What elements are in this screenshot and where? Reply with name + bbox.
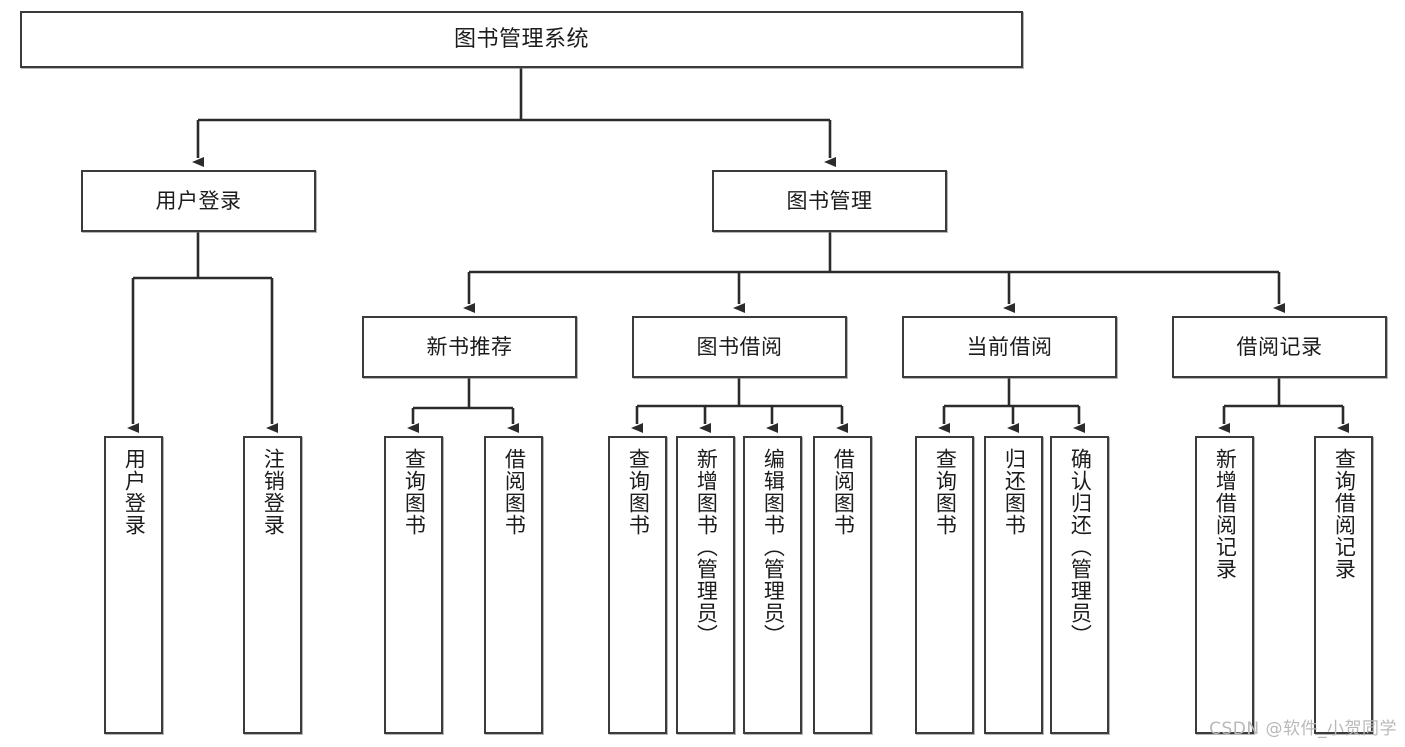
watermark-text: CSDN @软件_小贺同学 <box>1209 719 1397 739</box>
node-label: 新书推荐 <box>426 334 513 359</box>
leaf-current-return-book[interactable]: 归还图书 <box>984 436 1043 734</box>
node-label: 注销登录 <box>261 448 286 536</box>
node-label: 新增图书（管理员） <box>694 448 719 646</box>
node-label: 归还图书 <box>1002 448 1027 536</box>
node-label: 用户登录 <box>122 448 147 536</box>
node-label: 用户登录 <box>155 188 242 213</box>
node-current-borrow[interactable]: 当前借阅 <box>902 316 1117 378</box>
node-root-system[interactable]: 图书管理系统 <box>20 11 1023 68</box>
node-label: 图书借阅 <box>696 334 783 359</box>
leaf-logout[interactable]: 注销登录 <box>243 436 302 734</box>
leaf-borrow-edit-book-admin[interactable]: 编辑图书（管理员） <box>743 436 802 734</box>
node-label: 新增借阅记录 <box>1213 448 1238 580</box>
node-borrow-record[interactable]: 借阅记录 <box>1172 316 1387 378</box>
node-label: 当前借阅 <box>966 334 1053 359</box>
node-book-borrow[interactable]: 图书借阅 <box>632 316 847 378</box>
leaf-user-login[interactable]: 用户登录 <box>104 436 163 734</box>
leaf-borrow-borrow-book[interactable]: 借阅图书 <box>813 436 872 734</box>
leaf-record-query-borrow-record[interactable]: 查询借阅记录 <box>1314 436 1373 734</box>
leaf-recommend-borrow-book[interactable]: 借阅图书 <box>484 436 543 734</box>
node-label: 借阅图书 <box>502 448 527 536</box>
node-label: 确认归还（管理员） <box>1068 448 1093 646</box>
node-label: 借阅记录 <box>1236 334 1323 359</box>
node-label: 查询借阅记录 <box>1332 448 1357 580</box>
node-label: 图书管理 <box>786 188 873 213</box>
leaf-current-confirm-return-admin[interactable]: 确认归还（管理员） <box>1050 436 1109 734</box>
node-label: 查询图书 <box>402 448 427 536</box>
node-label: 编辑图书（管理员） <box>761 448 786 646</box>
node-new-book-recommend[interactable]: 新书推荐 <box>362 316 577 378</box>
node-label: 查询图书 <box>626 448 651 536</box>
node-label: 查询图书 <box>933 448 958 536</box>
node-label: 图书管理系统 <box>453 26 589 52</box>
leaf-current-query-book[interactable]: 查询图书 <box>915 436 974 734</box>
node-label: 借阅图书 <box>831 448 856 536</box>
leaf-borrow-query-book[interactable]: 查询图书 <box>608 436 667 734</box>
leaf-record-add-borrow-record[interactable]: 新增借阅记录 <box>1195 436 1254 734</box>
node-book-management[interactable]: 图书管理 <box>712 170 947 232</box>
node-user-login[interactable]: 用户登录 <box>81 170 316 232</box>
leaf-borrow-add-book-admin[interactable]: 新增图书（管理员） <box>676 436 735 734</box>
leaf-recommend-query-book[interactable]: 查询图书 <box>384 436 443 734</box>
